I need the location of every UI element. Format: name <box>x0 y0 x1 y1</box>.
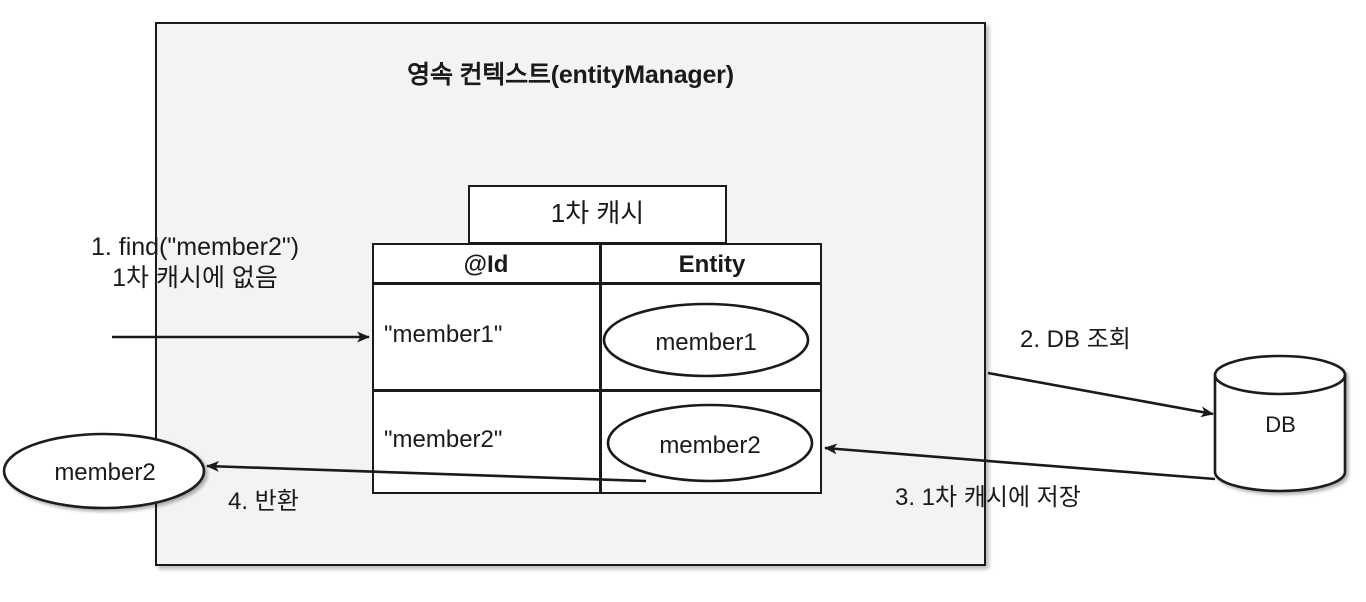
table-row-key-member2: "member2" <box>384 426 503 453</box>
column-header-id: @Id <box>463 251 509 278</box>
table-row-divider <box>372 389 822 392</box>
entity-ellipse-member2 <box>606 403 814 483</box>
returned-entity-label: member2 <box>54 459 156 486</box>
step-1-label: 1. find("member2") 1차 캐시에 없음 <box>90 233 300 292</box>
table-column-divider <box>599 243 602 494</box>
arrow-step2-db-query <box>987 371 1214 418</box>
column-header-entity: Entity <box>678 251 746 278</box>
first-level-cache-tab-label: 1차 캐시 <box>550 198 645 228</box>
step-4-label: 4. 반환 <box>228 488 299 515</box>
step-2-label: 2. DB 조회 <box>1020 326 1131 353</box>
database-cylinder <box>1213 354 1347 493</box>
first-level-cache-tab <box>468 185 727 244</box>
arrow-step4-return <box>206 460 647 483</box>
returned-entity-ellipse <box>2 432 206 510</box>
persistence-context-title: 영속 컨텍스트(entityManager) <box>407 61 734 89</box>
entity-label-member1: member1 <box>655 329 757 356</box>
entity-label-member2: member2 <box>659 432 761 459</box>
entity-ellipse-member1 <box>602 302 810 378</box>
arrow-step3-store-cache <box>824 443 1216 481</box>
table-row-key-member1: "member1" <box>384 321 503 348</box>
table-header-divider <box>372 282 822 285</box>
step-3-label: 3. 1차 캐시에 저장 <box>895 484 1081 511</box>
database-label: DB <box>1265 412 1296 437</box>
